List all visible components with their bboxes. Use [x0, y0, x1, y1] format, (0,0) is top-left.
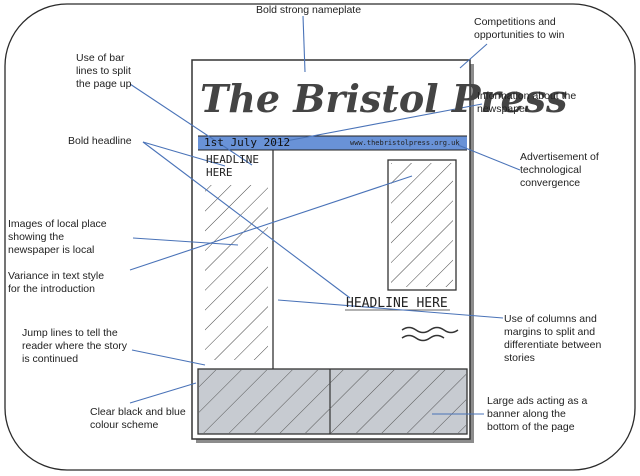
callout-large-ads: Large ads acting as a banner along the b…: [487, 395, 588, 433]
date-text: 1st July 2012: [204, 136, 291, 149]
callout-columns: Use of columns and margins to split and …: [504, 313, 602, 364]
callout-nameplate: Bold strong nameplate: [256, 4, 362, 16]
left-image-box: [205, 185, 268, 360]
callout-bar-lines: Use of bar lines to split the page up: [76, 52, 132, 90]
callout-colour-scheme: Clear black and blue colour scheme: [90, 406, 186, 431]
headline-left: HEADLINE HERE: [206, 153, 259, 179]
outer-frame: [4, 3, 636, 471]
callout-bold-headline: Bold headline: [68, 135, 132, 147]
squiggle: [401, 326, 459, 334]
headline-center: HEADLINE HERE: [346, 296, 448, 311]
callout-local-images: Images of local place showing the newspa…: [8, 218, 107, 256]
callout-text-style: Variance in text style for the introduct…: [8, 270, 105, 295]
leader-lines: [129, 15, 521, 415]
website-text: www.thebristolpress.org.uk: [350, 139, 460, 147]
callout-advertisement: Advertisement of technological convergen…: [520, 151, 599, 189]
callout-competitions: Competitions and opportunities to win: [474, 16, 565, 41]
info-banner: [198, 136, 467, 150]
callout-jump-lines: Jump lines to tell the reader where the …: [22, 327, 128, 365]
callout-information: Information about the newspaper: [477, 90, 577, 115]
nameplate-text: The Bristol Press: [200, 76, 568, 121]
